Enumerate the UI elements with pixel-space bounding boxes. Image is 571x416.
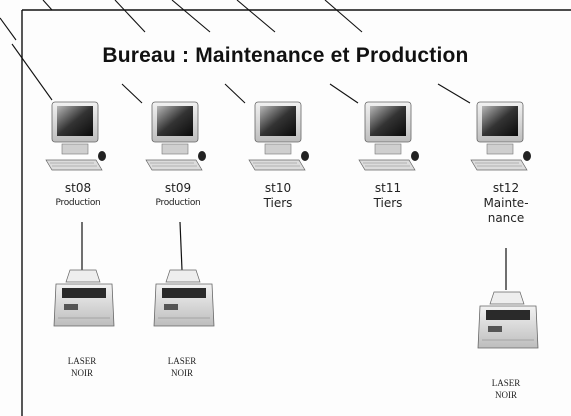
cable-top-1 xyxy=(42,0,53,11)
station-st09: st09 Production xyxy=(138,181,218,211)
station-role: Production xyxy=(155,198,201,208)
cable-top-5 xyxy=(324,0,363,33)
cable-st12 xyxy=(437,83,471,104)
station-role: Tiers xyxy=(263,196,293,210)
printer-type: LASER xyxy=(67,356,97,366)
cable-st08 xyxy=(11,43,53,101)
workstation-icon xyxy=(45,101,106,171)
printer-color: NOIR xyxy=(71,368,93,378)
cable-printer-2 xyxy=(179,221,183,271)
station-role-line1: Mainte- xyxy=(483,196,529,210)
station-st08: st08 Production xyxy=(38,181,118,211)
cable-top-2 xyxy=(114,0,146,33)
workstation-icon xyxy=(358,101,419,171)
cable-top-4 xyxy=(236,0,276,33)
cable-st09 xyxy=(121,83,143,104)
cable-st11 xyxy=(329,83,359,104)
printer-label-3: LASER NOIR xyxy=(476,377,536,401)
station-name: st12 xyxy=(492,181,520,195)
station-name: st11 xyxy=(374,181,402,195)
station-st12: st12 Mainte- nance xyxy=(466,181,546,226)
laser-printer-icon xyxy=(477,291,539,349)
station-name: st10 xyxy=(264,181,292,195)
station-name: st08 xyxy=(64,181,92,195)
cable-st10 xyxy=(224,83,246,104)
cable-top-3 xyxy=(171,0,211,33)
laser-printer-icon xyxy=(153,269,215,327)
station-name: st09 xyxy=(164,181,192,195)
laser-printer-icon xyxy=(53,269,115,327)
printer-label-1: LASER NOIR xyxy=(52,355,112,379)
station-role-line2: nance xyxy=(487,211,525,225)
printer-color: NOIR xyxy=(171,368,193,378)
station-role: Tiers xyxy=(373,196,403,210)
printer-label-2: LASER NOIR xyxy=(152,355,212,379)
station-role: Production xyxy=(55,198,101,208)
workstation-icon xyxy=(470,101,531,171)
workstation-icon xyxy=(145,101,206,171)
diagram-title: Bureau : Maintenance et Production xyxy=(102,44,469,67)
printer-type: LASER xyxy=(491,378,521,388)
cable-left-in xyxy=(0,17,17,41)
printer-color: NOIR xyxy=(495,390,517,400)
workstation-icon xyxy=(248,101,309,171)
station-st11: st11 Tiers xyxy=(348,181,428,211)
station-st10: st10 Tiers xyxy=(238,181,318,211)
printer-type: LASER xyxy=(167,356,197,366)
